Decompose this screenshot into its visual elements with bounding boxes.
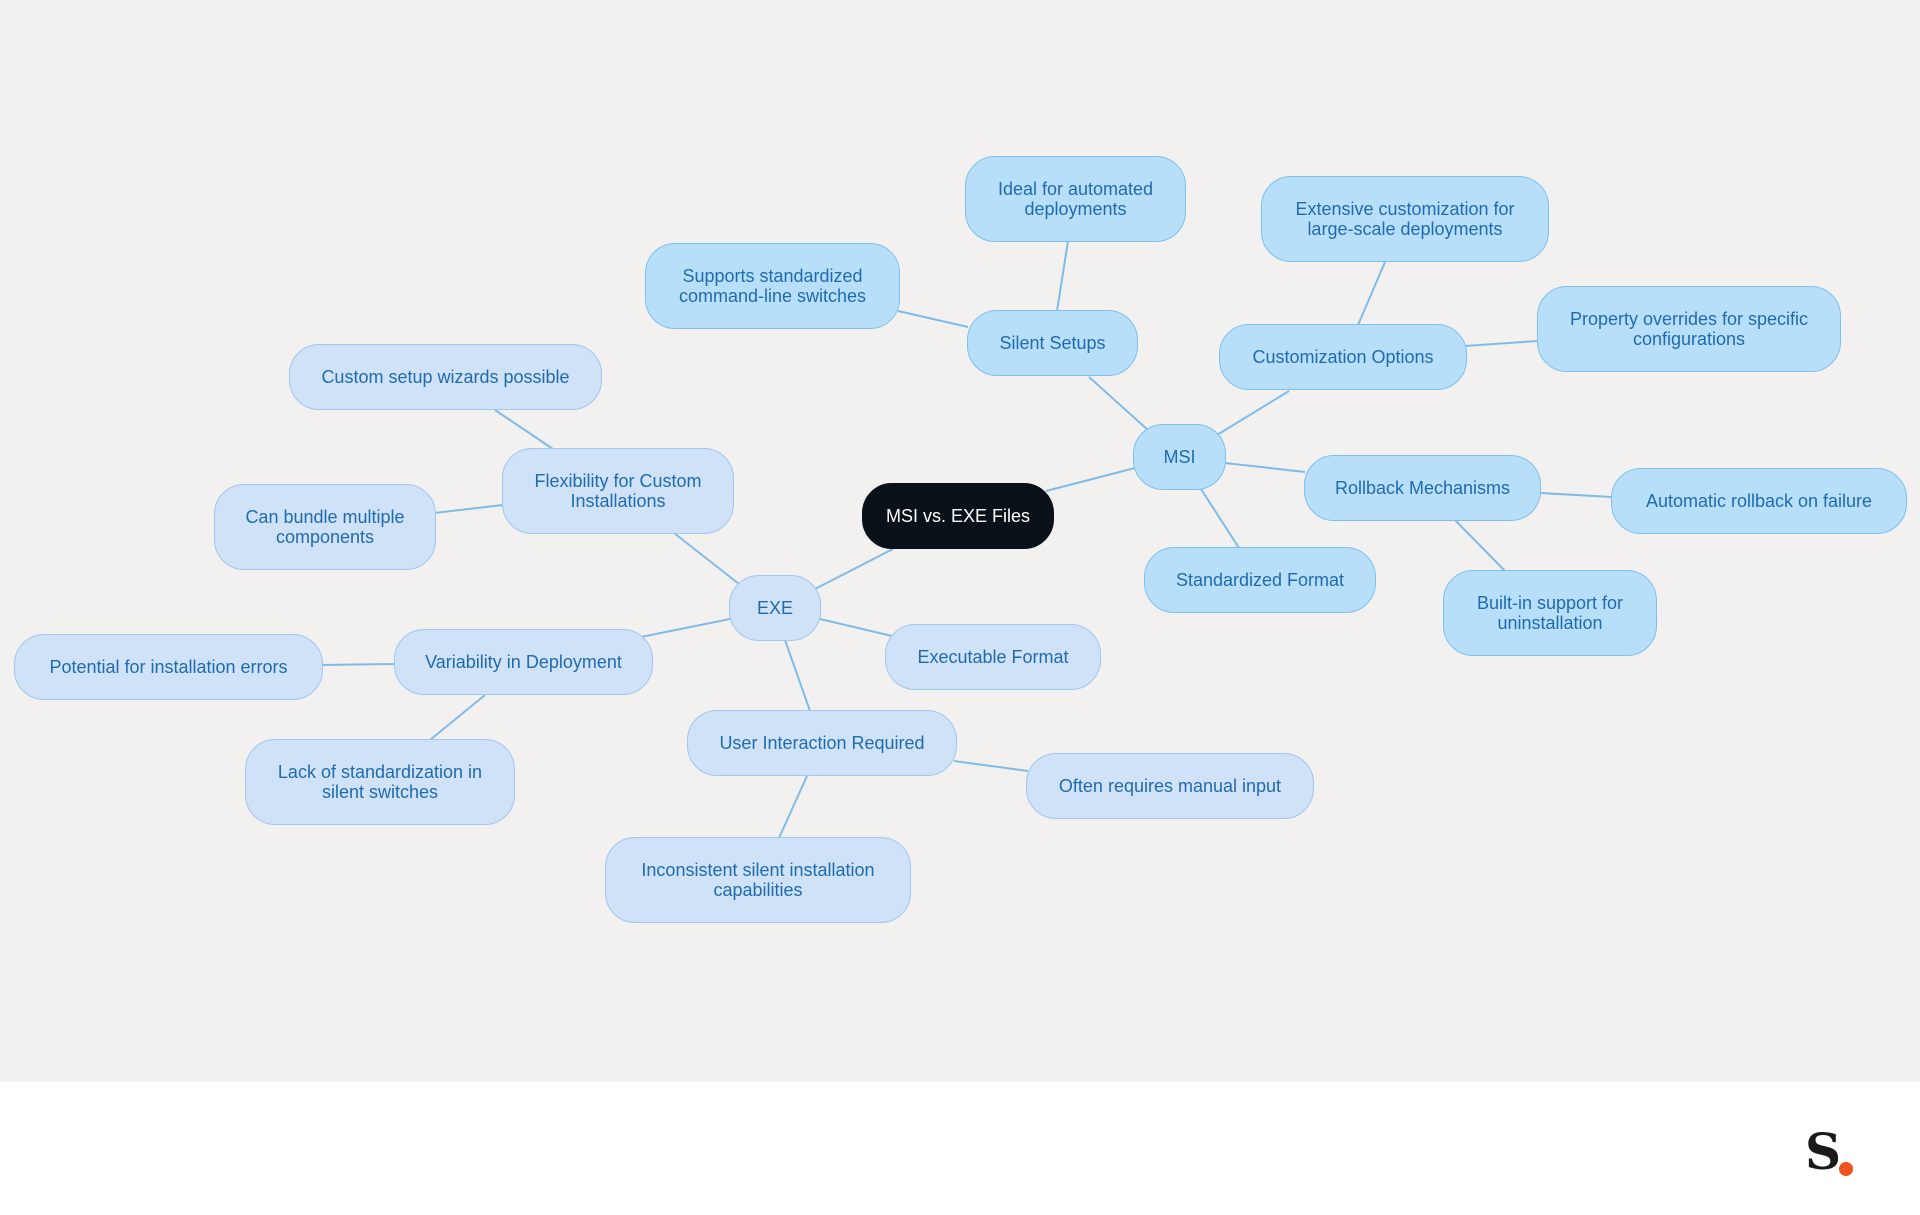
manual-input-node[interactable]: Often requires manual input <box>1026 753 1314 819</box>
root-label: MSI vs. EXE Files <box>885 506 1031 526</box>
link-silent-switches <box>897 310 969 328</box>
variability-label: Variability in Deployment <box>425 652 622 672</box>
lack-standardization-node[interactable]: Lack of standardization in silent switch… <box>245 739 515 825</box>
silent-setups-node[interactable]: Silent Setups <box>967 310 1138 376</box>
root-node[interactable]: MSI vs. EXE Files <box>862 483 1054 549</box>
property-overrides-node[interactable]: Property overrides for specific configur… <box>1537 286 1841 372</box>
installation-errors-node[interactable]: Potential for installation errors <box>14 634 323 700</box>
installation-errors-label: Potential for installation errors <box>49 657 288 677</box>
user-interaction-node[interactable]: User Interaction Required <box>687 710 957 776</box>
msi-label: MSI <box>1163 447 1196 467</box>
link-custom-overrides <box>1464 340 1538 347</box>
link-msi-custom <box>1216 390 1290 436</box>
uninstall-support-node[interactable]: Built-in support for uninstallation <box>1443 570 1657 656</box>
silent-setups-label: Silent Setups <box>999 333 1106 353</box>
link-flex-wizards <box>494 409 554 450</box>
executable-format-node[interactable]: Executable Format <box>885 624 1101 690</box>
extensive-customization-label: Extensive customization for large-scale … <box>1295 199 1515 239</box>
standardized-format-node[interactable]: Standardized Format <box>1144 547 1376 613</box>
flexibility-node[interactable]: Flexibility for Custom Installations <box>502 448 734 534</box>
uninstall-support-label: Built-in support for uninstallation <box>1476 593 1624 633</box>
standardized-switches-node[interactable]: Supports standardized command-line switc… <box>645 243 900 329</box>
link-exe-flex <box>673 532 740 585</box>
extensive-customization-node[interactable]: Extensive customization for large-scale … <box>1261 176 1549 262</box>
link-flex-bundle <box>433 504 504 514</box>
ideal-automated-label: Ideal for automated deployments <box>997 179 1154 219</box>
property-overrides-label: Property overrides for specific configur… <box>1569 309 1809 349</box>
exe-node[interactable]: EXE <box>729 575 821 641</box>
user-interaction-label: User Interaction Required <box>719 733 925 753</box>
automatic-rollback-node[interactable]: Automatic rollback on failure <box>1611 468 1907 534</box>
brand-logo: S <box>1805 1124 1865 1180</box>
flexibility-label: Flexibility for Custom Installations <box>534 471 702 511</box>
link-var-errors <box>320 663 396 666</box>
footer-bar <box>0 1082 1920 1215</box>
link-var-lack <box>429 694 486 741</box>
link-exe-user <box>784 639 811 712</box>
rollback-mechanisms-node[interactable]: Rollback Mechanisms <box>1304 455 1541 521</box>
link-root-msi <box>1045 467 1136 492</box>
standardized-format-label: Standardized Format <box>1175 570 1345 590</box>
executable-format-label: Executable Format <box>917 647 1069 667</box>
link-exe-variability <box>640 618 731 638</box>
link-rollback-auto <box>1539 492 1613 498</box>
link-msi-rollback <box>1224 462 1306 473</box>
lack-standardization-label: Lack of standardization in silent switch… <box>277 762 483 802</box>
connector-lines <box>320 240 1613 839</box>
inconsistent-silent-label: Inconsistent silent installation capabil… <box>641 860 875 900</box>
ideal-automated-node[interactable]: Ideal for automated deployments <box>965 156 1186 242</box>
customization-options-node[interactable]: Customization Options <box>1219 324 1467 390</box>
bundle-components-node[interactable]: Can bundle multiple components <box>214 484 436 570</box>
logo-dot-icon <box>1839 1162 1853 1176</box>
variability-node[interactable]: Variability in Deployment <box>394 629 653 695</box>
bundle-components-label: Can bundle multiple components <box>245 507 405 547</box>
mind-map-canvas: MSI vs. EXE Files MSI Silent Setups Idea… <box>0 0 1920 1082</box>
custom-wizards-node[interactable]: Custom setup wizards possible <box>289 344 602 410</box>
link-user-manual <box>953 760 1029 772</box>
link-custom-extensive <box>1357 261 1386 326</box>
rollback-mechanisms-label: Rollback Mechanisms <box>1334 478 1511 498</box>
manual-input-label: Often requires manual input <box>1058 776 1282 796</box>
inconsistent-silent-node[interactable]: Inconsistent silent installation capabil… <box>605 837 911 923</box>
logo-letter: S <box>1805 1122 1842 1181</box>
customization-options-label: Customization Options <box>1252 347 1434 367</box>
exe-label: EXE <box>756 598 794 618</box>
automatic-rollback-label: Automatic rollback on failure <box>1645 491 1873 511</box>
link-silent-ideal <box>1056 240 1069 312</box>
link-rollback-uninstall <box>1454 519 1506 572</box>
link-exe-executable <box>819 618 893 637</box>
link-user-inconsistent <box>778 775 808 839</box>
custom-wizards-label: Custom setup wizards possible <box>321 367 570 387</box>
link-root-exe <box>814 548 894 590</box>
link-msi-standard <box>1200 488 1240 549</box>
msi-node[interactable]: MSI <box>1133 424 1226 490</box>
link-msi-silent <box>1088 376 1149 431</box>
standardized-switches-label: Supports standardized command-line switc… <box>678 266 867 306</box>
